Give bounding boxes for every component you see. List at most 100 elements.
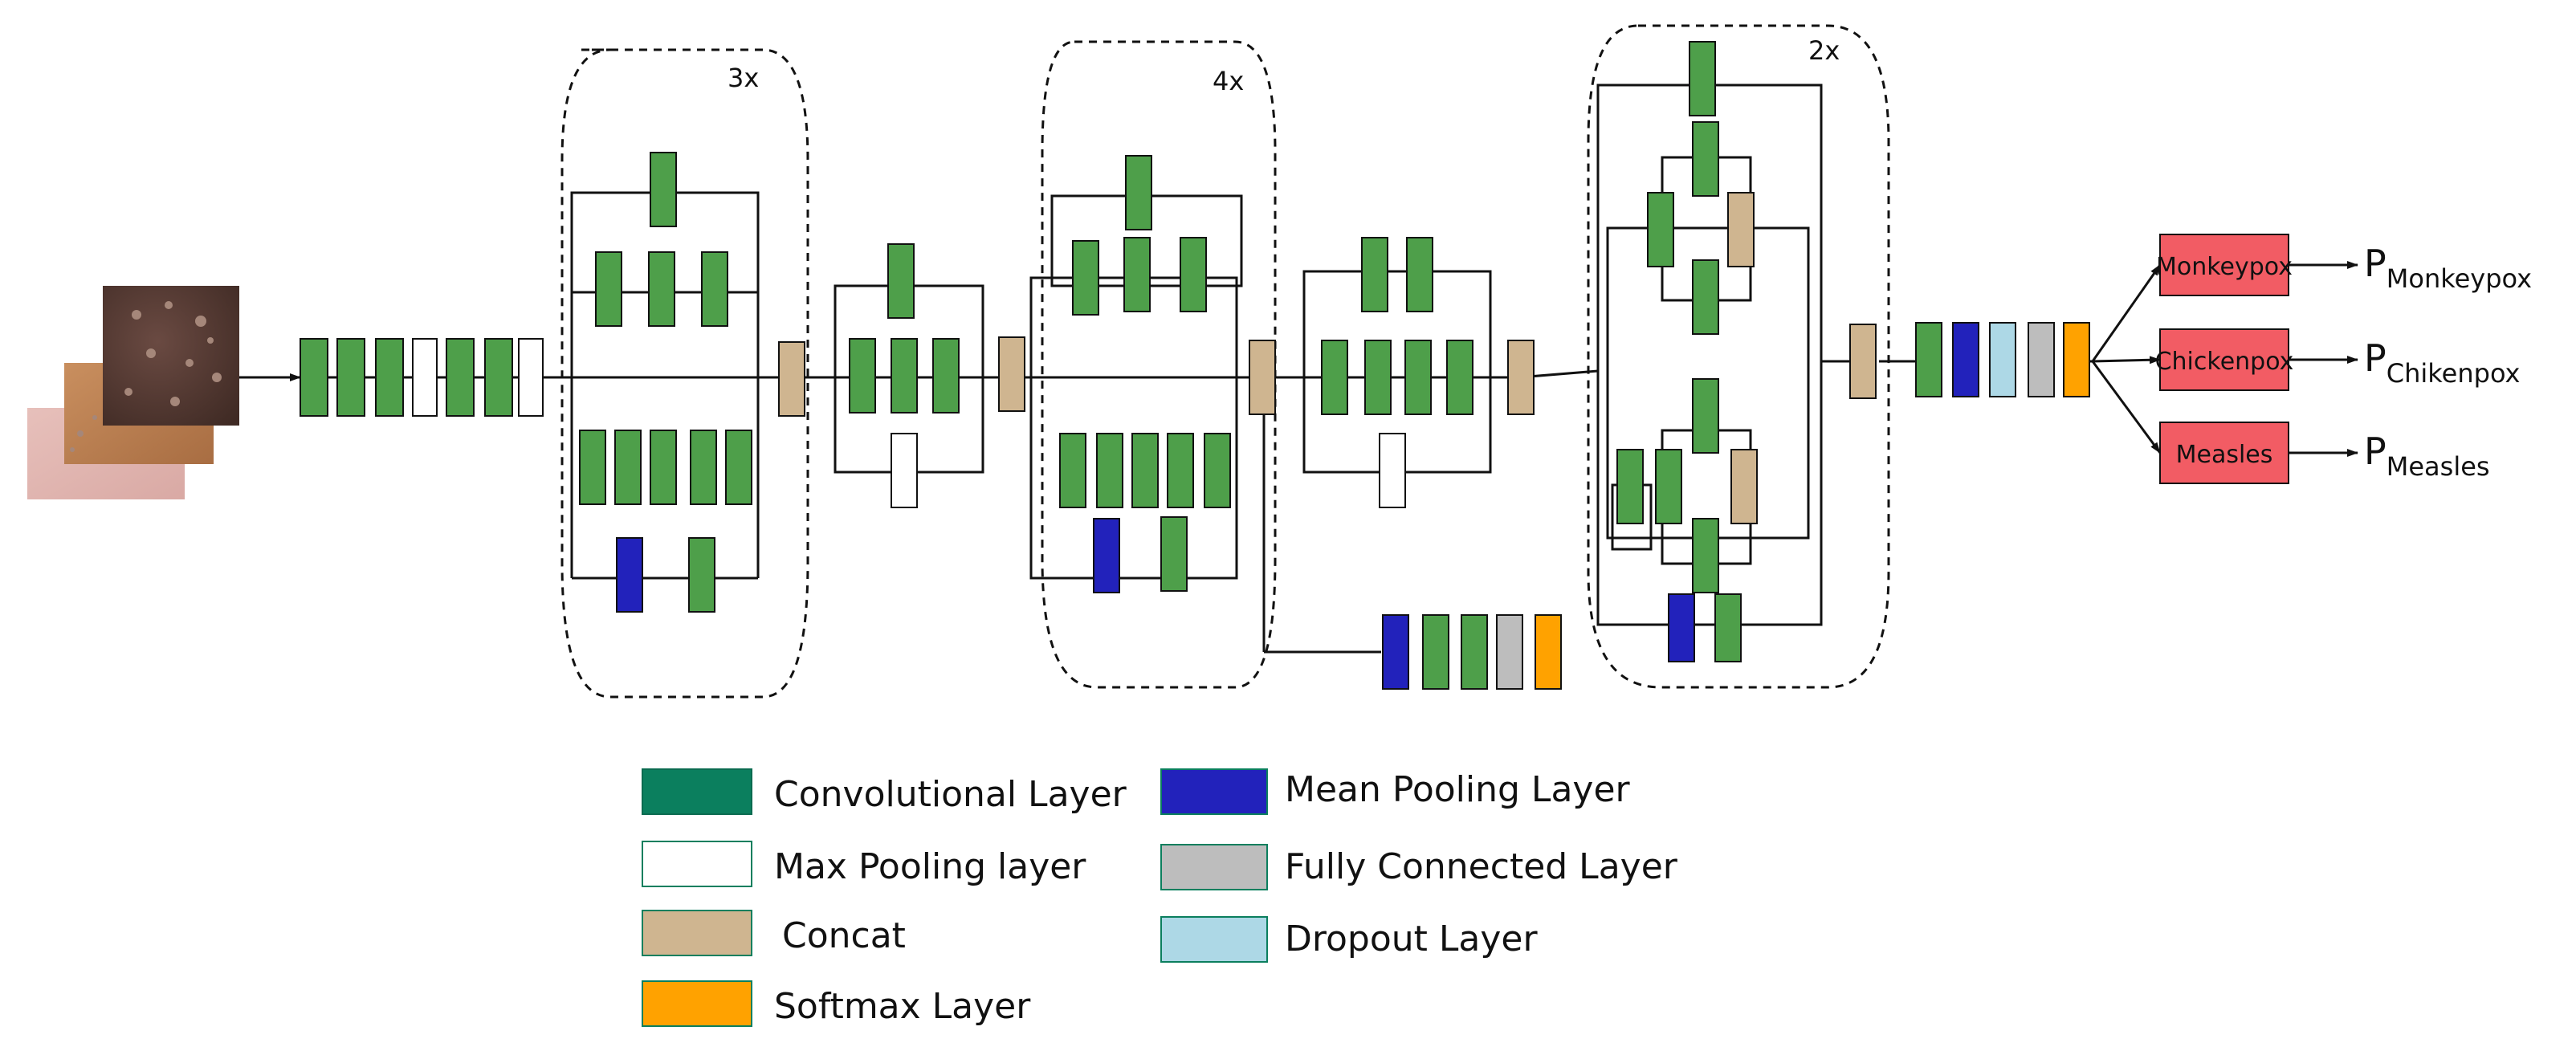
legend-swatch	[642, 980, 752, 1027]
legend-item-conv: Convolutional Layer	[642, 768, 1127, 815]
repeat-label-2x: 2x	[1808, 35, 1840, 66]
block4-conv-layer	[1647, 192, 1674, 267]
legend-item-dropout: Dropout Layer	[1160, 916, 1538, 963]
output-monkeypox: Monkeypox PMonkeypox	[2156, 234, 2532, 296]
concat-layer-1	[778, 341, 805, 417]
block2-conv-layer	[1123, 237, 1151, 312]
legend-swatch	[1160, 844, 1268, 890]
block1-conv-layer	[650, 430, 677, 505]
legend-swatch	[1160, 916, 1268, 963]
block4-conv-layer	[1714, 593, 1742, 662]
legend-swatch	[642, 841, 752, 887]
block4-conv-layer	[1616, 449, 1644, 524]
mid2-conv-layer	[1321, 340, 1348, 415]
block1-conv-layer	[648, 251, 675, 327]
block2-conv-layer	[1096, 433, 1123, 508]
repeat-label-3x: 3x	[728, 63, 759, 93]
block1-conv-layer	[579, 430, 606, 505]
legend-label: Concat	[782, 915, 906, 956]
legend-label: Mean Pooling Layer	[1285, 769, 1631, 810]
block1-meanpool-layer	[616, 537, 643, 613]
repeat-label-4x: 4x	[1213, 66, 1244, 96]
legend-label: Fully Connected Layer	[1285, 846, 1678, 887]
block1-conv-layer	[690, 430, 717, 505]
aux-softmax-layer	[1535, 614, 1562, 690]
block1-conv-layer	[595, 251, 622, 327]
concat-layer-5	[1849, 324, 1877, 399]
legend-item-softmax: Softmax Layer	[642, 980, 1031, 1027]
legend-item-meanpool: Mean Pooling Layer	[1160, 768, 1631, 815]
block2-conv-layer	[1180, 237, 1207, 312]
block2-conv-layer	[1160, 516, 1188, 592]
block4-concat-layer	[1727, 192, 1755, 267]
stem-conv-layer	[484, 338, 513, 417]
mid1-conv-layer	[891, 338, 918, 414]
legend-swatch	[1160, 768, 1268, 815]
output-box	[2159, 422, 2289, 484]
repeat-boundary-2	[1041, 40, 1277, 689]
output-chickenpox: Chickenpox PChikenpox	[2155, 328, 2520, 391]
block1-conv-layer	[725, 430, 752, 505]
mid2-conv-layer	[1364, 340, 1392, 415]
output-label: Monkeypox	[2156, 253, 2293, 281]
block4-meanpool-layer	[1668, 593, 1695, 662]
head-fc-layer	[2028, 322, 2055, 397]
legend-swatch	[642, 910, 752, 956]
head-softmax-layer	[2063, 322, 2090, 397]
block2-conv-layer	[1131, 433, 1159, 508]
block4-conv-layer	[1692, 259, 1719, 335]
output-probability: PChikenpox	[2364, 336, 2520, 389]
output-probability: PMeasles	[2364, 430, 2490, 482]
output-label: Chickenpox	[2155, 348, 2294, 376]
head-meanpool-layer	[1952, 322, 1979, 397]
block2-conv-layer	[1167, 433, 1194, 508]
mid2-maxpool-layer	[1379, 433, 1406, 508]
block4-conv-layer	[1692, 378, 1719, 454]
legend-label: Convolutional Layer	[774, 774, 1127, 815]
stem-conv-layer	[446, 338, 475, 417]
block2-conv-layer	[1072, 240, 1099, 316]
mid2-conv-layer	[1361, 237, 1388, 312]
mid1-conv-layer	[932, 338, 960, 414]
aux-fc-layer	[1496, 614, 1523, 690]
stem-conv-layer	[375, 338, 404, 417]
mid1-conv-layer	[887, 243, 915, 319]
output-measles: Measles PMeasles	[2159, 422, 2490, 484]
stem-conv-layer	[300, 338, 328, 417]
legend-item-fc: Fully Connected Layer	[1160, 844, 1678, 890]
block2-meanpool-layer	[1093, 518, 1120, 593]
block1-conv-layer	[614, 430, 642, 505]
mid2-conv-layer	[1406, 237, 1433, 312]
repeat-boundary-1	[560, 48, 809, 699]
concat-layer-3	[1249, 340, 1276, 415]
legend-item-concat: Concat	[642, 910, 906, 956]
legend-label: Max Pooling layer	[774, 846, 1086, 887]
block2-conv-layer	[1204, 433, 1231, 508]
legend-label: Dropout Layer	[1285, 919, 1538, 959]
block2-conv-layer	[1125, 155, 1152, 230]
mid2-conv-layer	[1446, 340, 1473, 415]
block4-concat-layer	[1730, 449, 1758, 524]
stem-maxpool-layer	[412, 338, 438, 417]
aux-conv-layer	[1422, 614, 1449, 690]
block4-conv-layer	[1689, 41, 1716, 116]
repeat-boundaries	[560, 24, 1890, 699]
output-probability: PMonkeypox	[2364, 242, 2532, 294]
repeat-boundary-3	[1587, 24, 1890, 689]
aux-conv-layer	[1461, 614, 1488, 690]
stem-maxpool-layer	[518, 338, 544, 417]
concat-layer-2	[998, 336, 1025, 412]
lesion-dots	[70, 301, 222, 452]
block1-conv-layer	[650, 152, 677, 227]
output-box	[2159, 328, 2289, 391]
block4-conv-layer	[1692, 121, 1719, 197]
layers	[300, 41, 2090, 690]
block1-conv-layer	[701, 251, 728, 327]
stem-conv-layer	[336, 338, 365, 417]
block1-conv-layer	[688, 537, 715, 613]
output-box	[2159, 234, 2289, 296]
legend: Convolutional Layer Max Pooling layer Co…	[642, 768, 1678, 1027]
block4-conv-layer	[1692, 518, 1719, 593]
input-images	[27, 286, 239, 499]
